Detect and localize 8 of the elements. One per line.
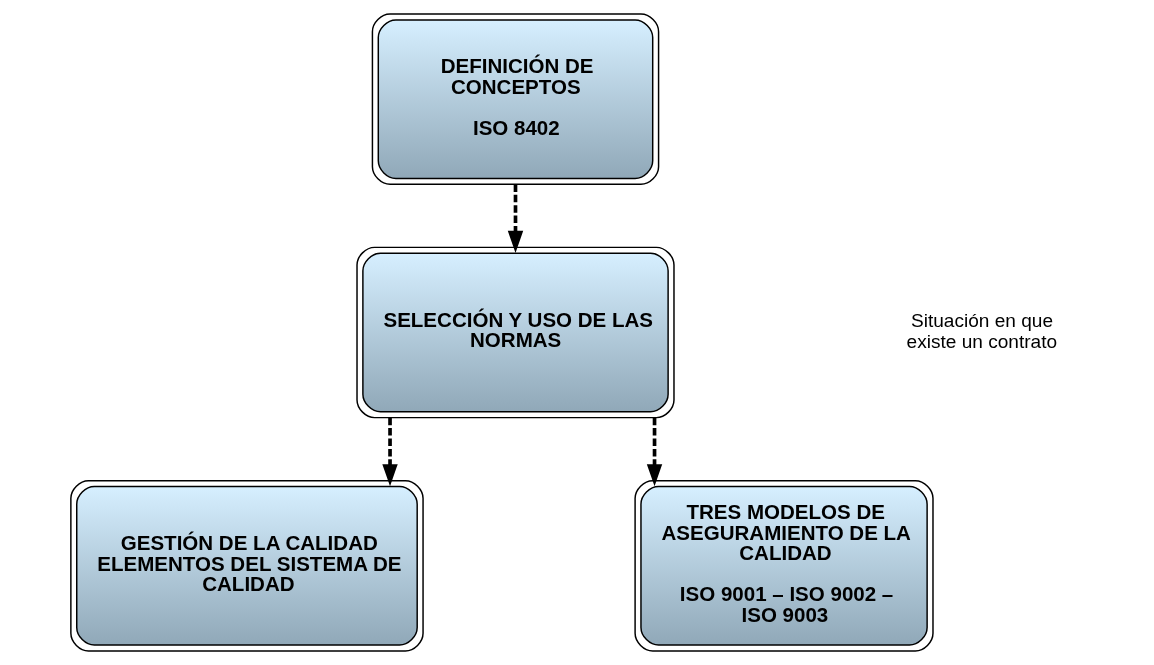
node-box: SELECCIÓN Y USO DE LAS NORMAS [355,246,675,419]
node-box: GESTIÓN DE LA CALIDAD ELEMENTOS DEL SISTEMA DE CALIDAD [69,479,424,652]
node-box: DEFINICIÓN DE CONCEPTOS ISO 8402 [371,13,659,186]
arrow [507,184,523,253]
arrow [381,418,398,487]
label: Situación en que existe un contrato [906,310,1057,352]
arrow [646,418,662,487]
node-box: TRES MODELOS DE ASEGURAMIENTO DE LA CALIDAD ISO 9001 – ISO 9002 – ISO 9003 [633,479,934,652]
